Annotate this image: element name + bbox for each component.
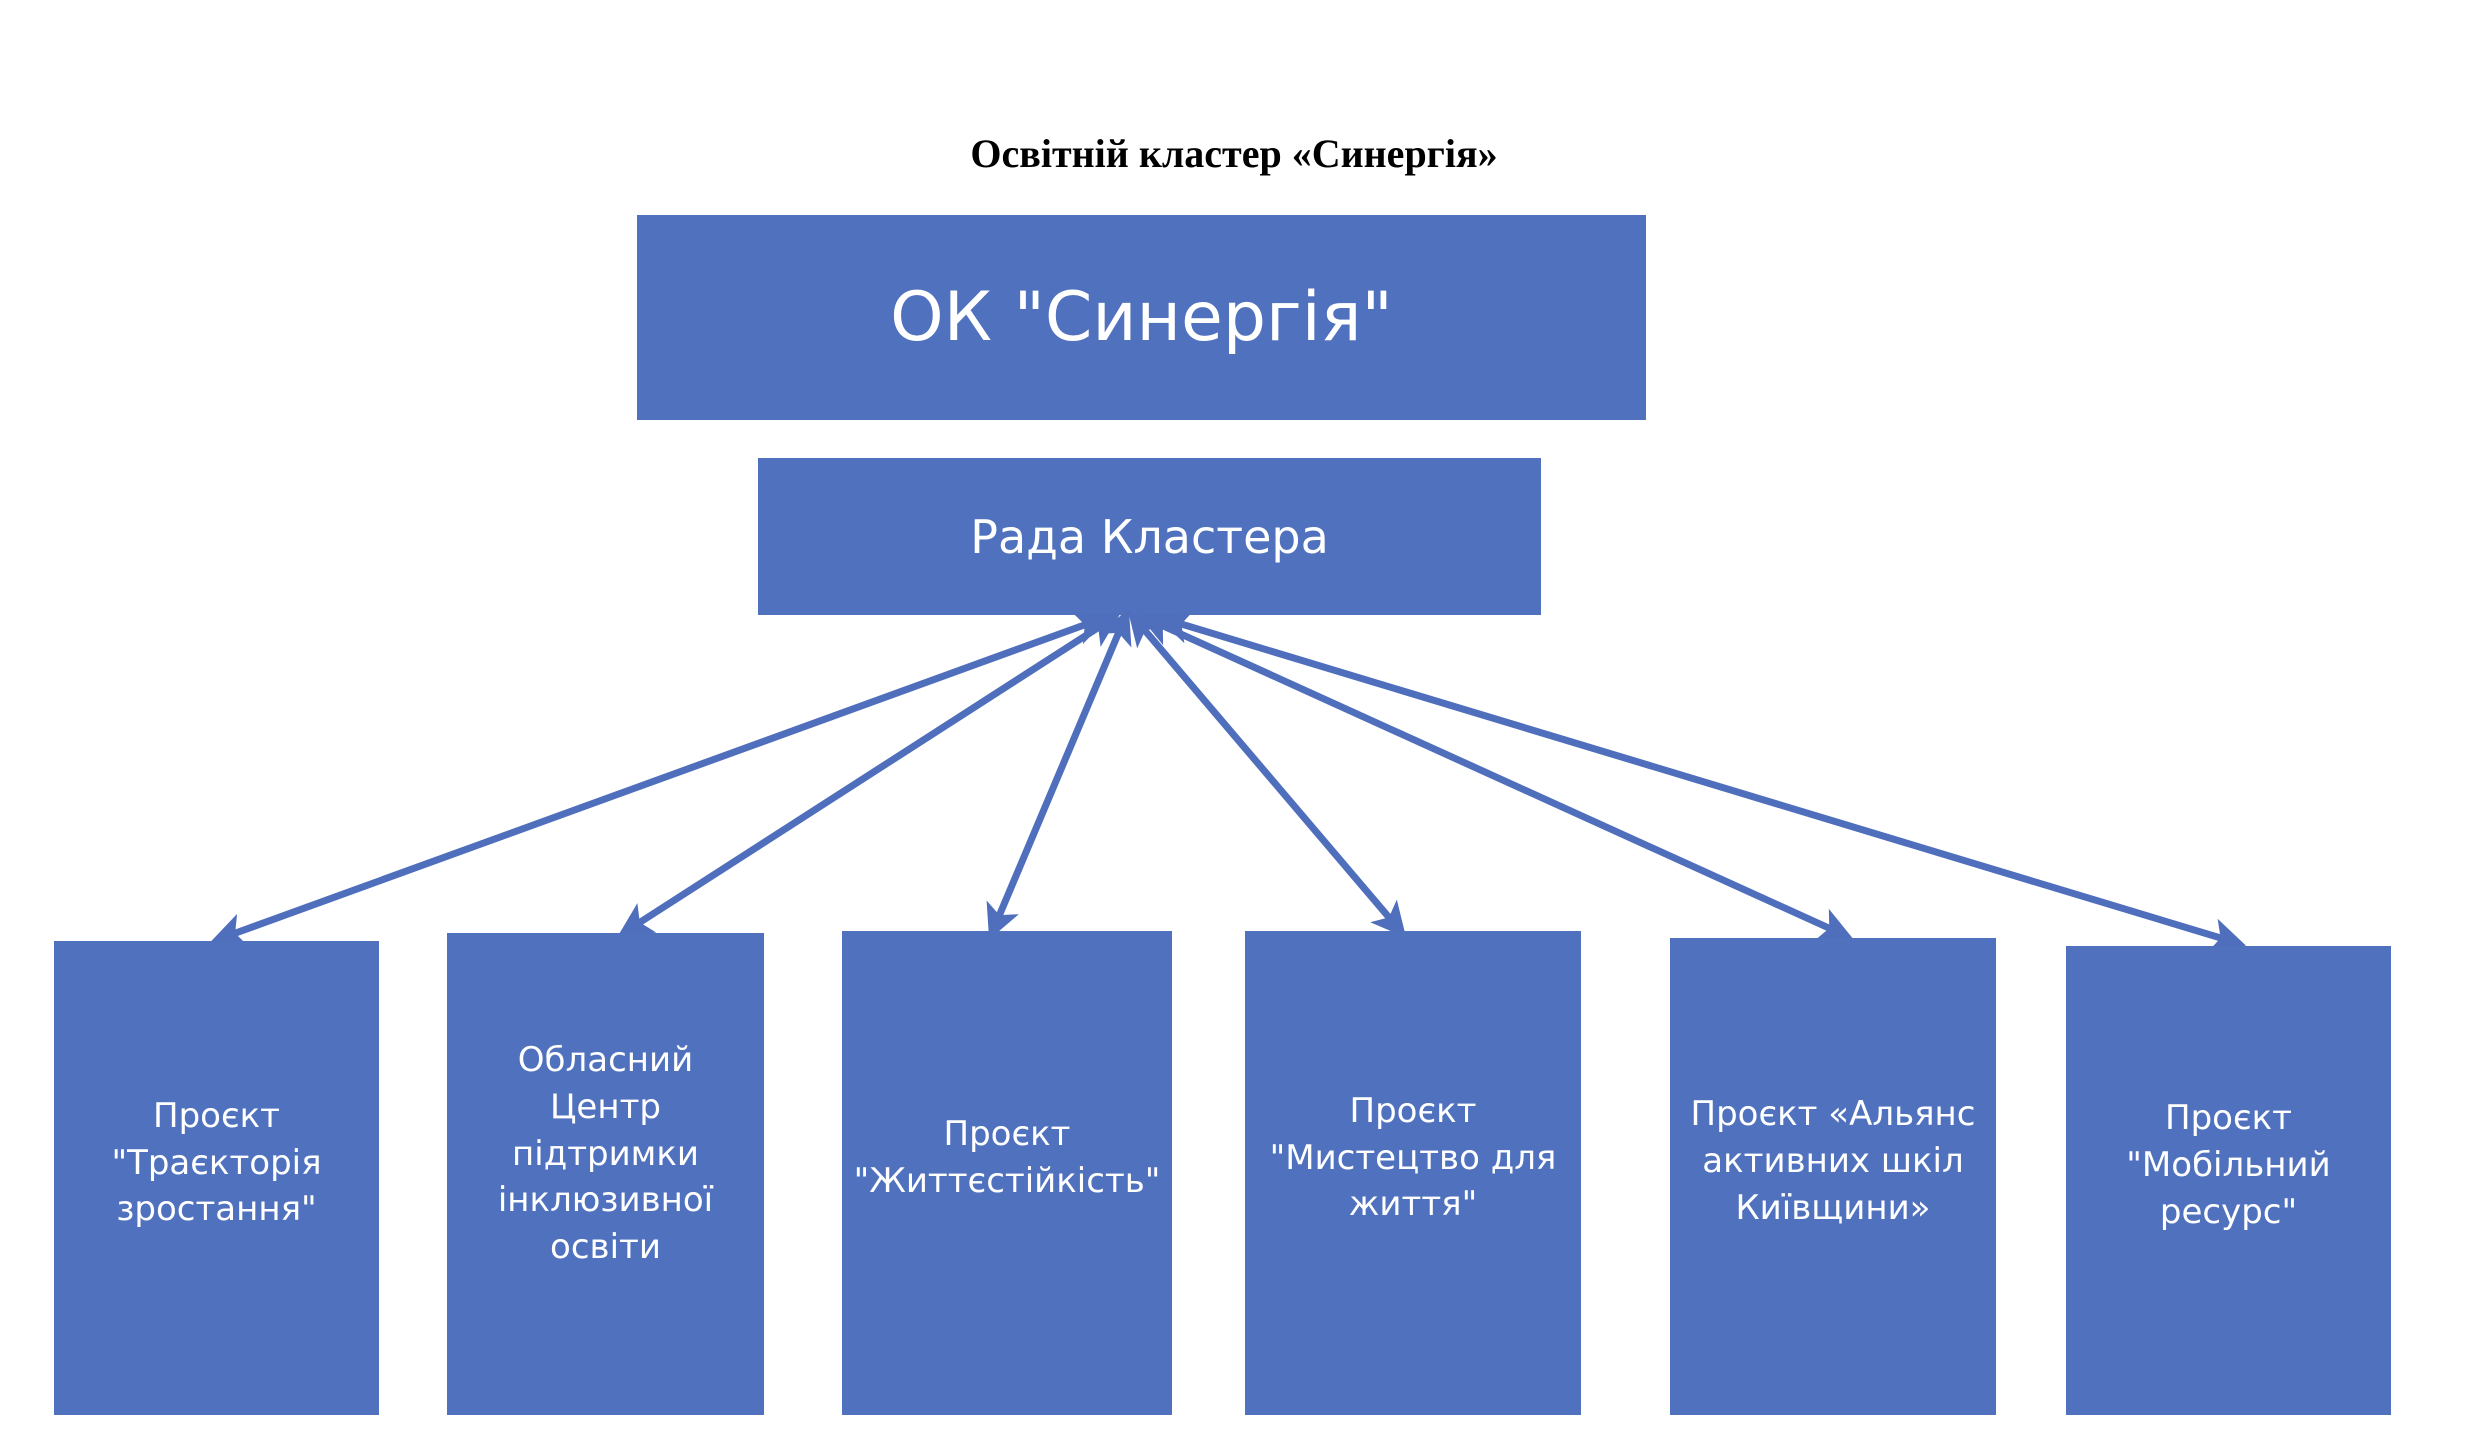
double-arrow-connector-5 [1155, 609, 2247, 953]
council-node: Рада Кластера [758, 458, 1541, 615]
double-arrow-connector-1 [617, 613, 1121, 937]
root-node-label: ОК "Синергія" [890, 278, 1393, 357]
child-node-active-schools-alliance: Проєкт «Альянс активних шкіл Київщини» [1670, 938, 1996, 1415]
child-node-label: Проєкт "Мистецтво для життя" [1269, 1090, 1557, 1225]
child-node-label: Обласний Центр підтримки інклюзивної осв… [497, 1039, 714, 1268]
child-node-inclusive-center: Обласний Центр підтримки інклюзивної осв… [447, 933, 764, 1415]
council-node-label: Рада Кластера [970, 509, 1329, 564]
child-node-label: Проєкт "Мобільний ресурс" [2126, 1098, 2331, 1232]
child-node-art-for-life: Проєкт "Мистецтво для життя" [1245, 931, 1581, 1415]
root-node-ok-synergy: ОК "Синергія" [637, 215, 1646, 420]
child-node-label: Проєкт "Траєкторія зростання" [111, 1095, 322, 1230]
double-arrow-connector-3 [1127, 610, 1407, 938]
double-arrow-connector-2 [986, 608, 1132, 940]
double-arrow-connector-4 [1138, 613, 1854, 941]
child-node-label: Проєкт «Альянс активних шкіл Київщини» [1690, 1094, 1976, 1228]
diagram-title: Освітній кластер «Синергія» [970, 131, 1498, 176]
child-node-label: Проєкт "Життєстійкість" [853, 1114, 1161, 1201]
child-node-trajectory: Проєкт "Траєкторія зростання" [54, 941, 379, 1415]
child-node-mobile-resource: Проєкт "Мобільний ресурс" [2066, 946, 2391, 1415]
double-arrow-connector-0 [210, 611, 1110, 947]
child-node-resilience: Проєкт "Життєстійкість" [842, 931, 1172, 1415]
